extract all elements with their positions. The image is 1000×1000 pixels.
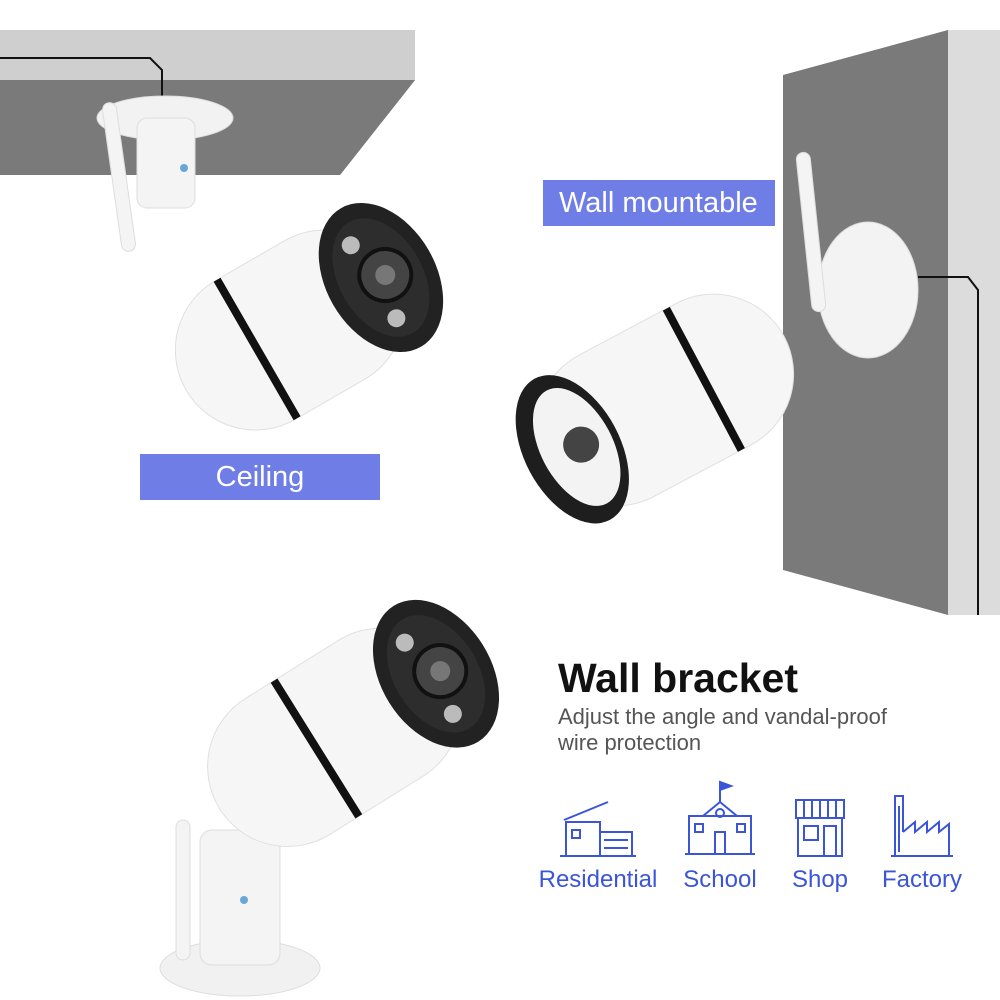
scene-label-factory: Factory	[881, 866, 962, 893]
scene-factory: Factory	[870, 792, 974, 894]
scene-residential: Residential	[532, 800, 664, 894]
scene-label-school: School	[683, 866, 757, 893]
shop-icon	[795, 799, 845, 857]
scene-school: School	[676, 780, 764, 894]
wall-bracket-title: Wall bracket	[558, 655, 799, 701]
residential-icon	[560, 801, 636, 857]
factory-icon	[891, 795, 953, 857]
scene-label-shop: Shop	[791, 866, 849, 893]
bracket-camera	[159, 599, 500, 997]
scene-shop: Shop	[778, 796, 862, 894]
description-line-2: wire protection	[558, 730, 702, 755]
wall-bracket-description: Adjust the angle and vandal-proof wire p…	[558, 704, 958, 756]
scene-label-residential: Residential	[538, 866, 658, 893]
description-line-1: Adjust the angle and vandal-proof	[558, 704, 888, 729]
wall-camera	[515, 151, 919, 524]
ceiling-camera	[96, 95, 444, 431]
wall-mountable-label: Wall mountable	[543, 180, 775, 226]
school-icon	[685, 780, 755, 855]
ceiling-label: Ceiling	[140, 454, 380, 500]
